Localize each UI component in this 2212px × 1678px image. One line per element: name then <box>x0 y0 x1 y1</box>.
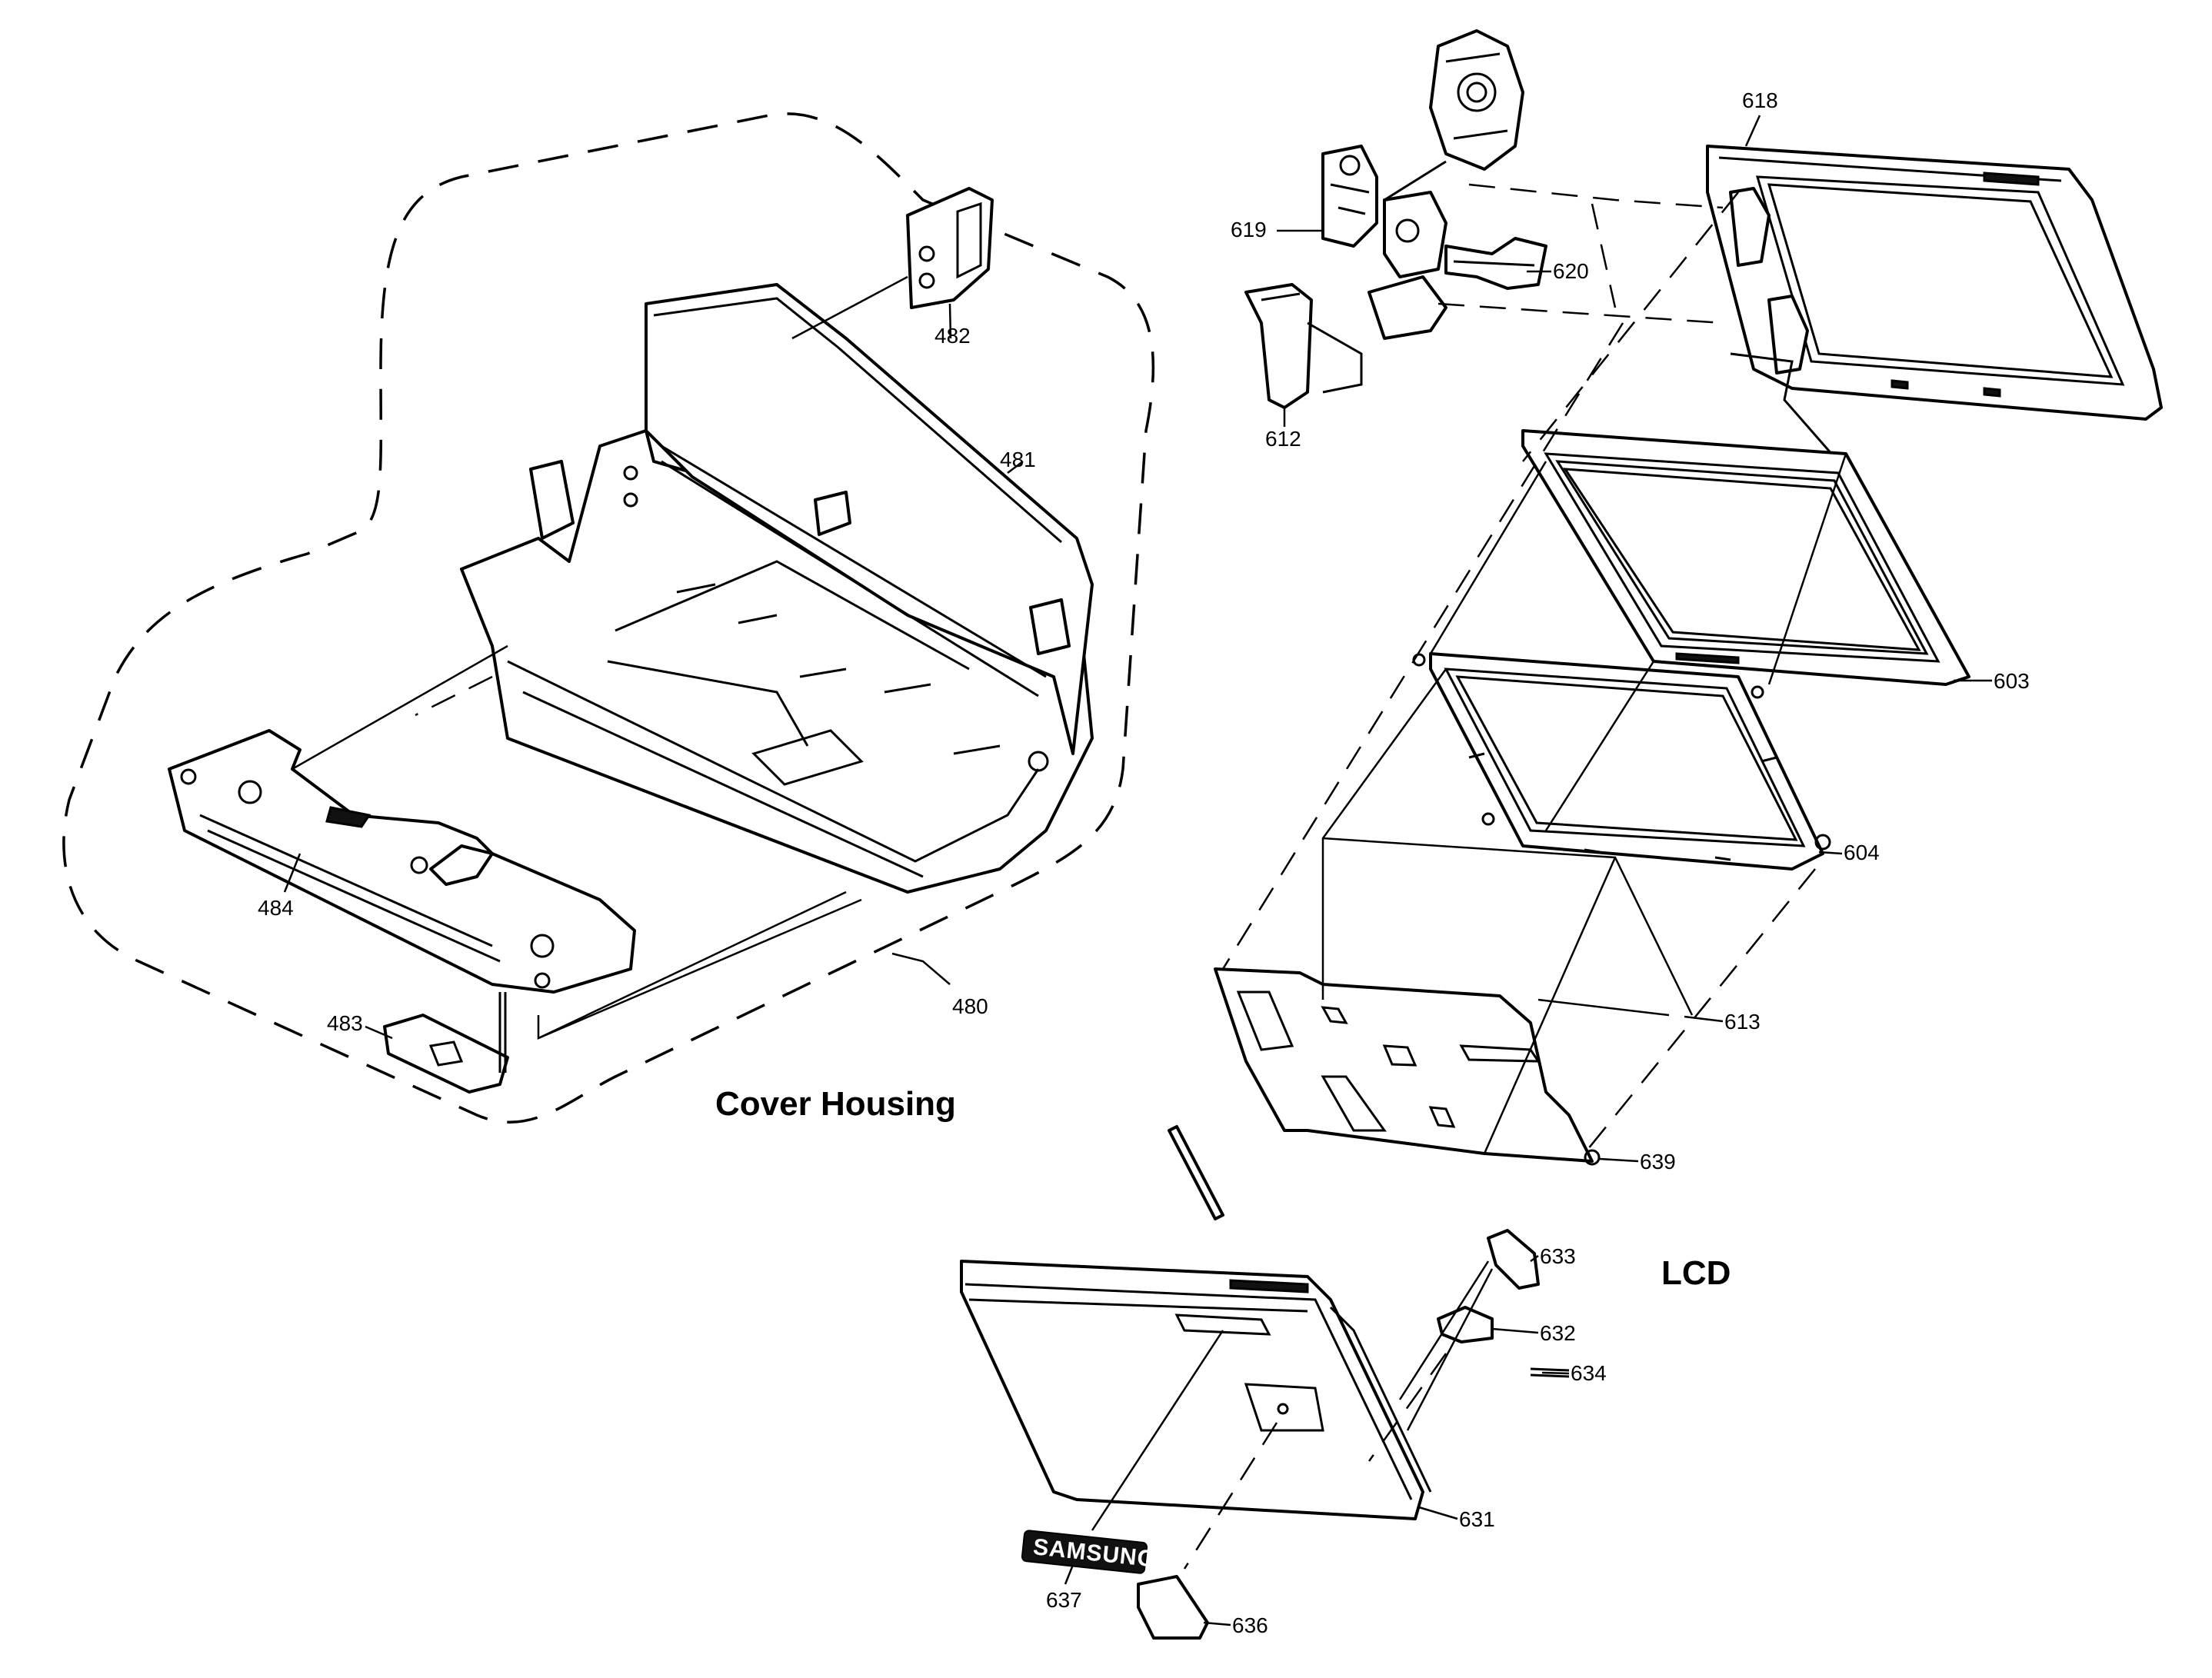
label-613: 613 <box>1724 1010 1761 1034</box>
part-634-screw <box>1530 1367 1570 1378</box>
part-637-logo: SAMSUNG <box>1021 1530 1158 1574</box>
label-639: 639 <box>1640 1150 1676 1174</box>
part-632 <box>1437 1306 1494 1343</box>
label-631: 631 <box>1459 1507 1495 1531</box>
label-620: 620 <box>1553 259 1589 283</box>
label-636: 636 <box>1232 1613 1268 1637</box>
part-604-frame <box>1412 652 1831 871</box>
part-633 <box>1487 1229 1540 1290</box>
title-cover-housing: Cover Housing <box>715 1085 956 1123</box>
label-leaders <box>283 115 1992 1626</box>
label-480: 480 <box>952 994 988 1018</box>
label-604: 604 <box>1844 841 1880 864</box>
label-618: 618 <box>1742 88 1778 112</box>
label-633: 633 <box>1540 1244 1576 1268</box>
connector-strip <box>1168 1125 1224 1220</box>
title-lcd: LCD <box>1661 1254 1731 1292</box>
part-618-front-bezel <box>1706 145 2163 421</box>
part-481-housing <box>460 283 1094 894</box>
part-619-hinge <box>1321 145 1447 340</box>
label-637: 637 <box>1046 1588 1082 1612</box>
label-481: 481 <box>1000 448 1036 471</box>
part-482-bracket <box>906 187 994 309</box>
part-labels: 480 481 482 483 484 603 604 612 613 618 … <box>258 88 2030 1637</box>
label-483: 483 <box>327 1011 363 1035</box>
label-619: 619 <box>1231 218 1267 241</box>
part-484-plate <box>168 729 636 994</box>
part-631-rear-cover <box>960 1260 1432 1520</box>
label-484: 484 <box>258 896 294 920</box>
label-632: 632 <box>1540 1321 1576 1345</box>
part-613-backplate <box>1214 967 1601 1166</box>
leader-482-to-481 <box>791 275 908 340</box>
cover-housing-group <box>62 112 1155 1124</box>
cover-housing-boundary <box>62 112 1155 1124</box>
label-603: 603 <box>1994 669 2030 693</box>
lcd-group: SAMSUNG <box>960 29 2163 1640</box>
part-483-bracket <box>383 992 509 1094</box>
part-636-cover <box>1137 1575 1209 1640</box>
label-612: 612 <box>1265 427 1301 451</box>
label-634: 634 <box>1571 1361 1607 1385</box>
part-612-bracket <box>1244 283 1363 409</box>
part-620-flex-cable <box>1444 237 1547 290</box>
part-upper-hinge <box>1384 29 1524 201</box>
part-603-panel <box>1521 429 1970 686</box>
label-482: 482 <box>934 324 971 348</box>
